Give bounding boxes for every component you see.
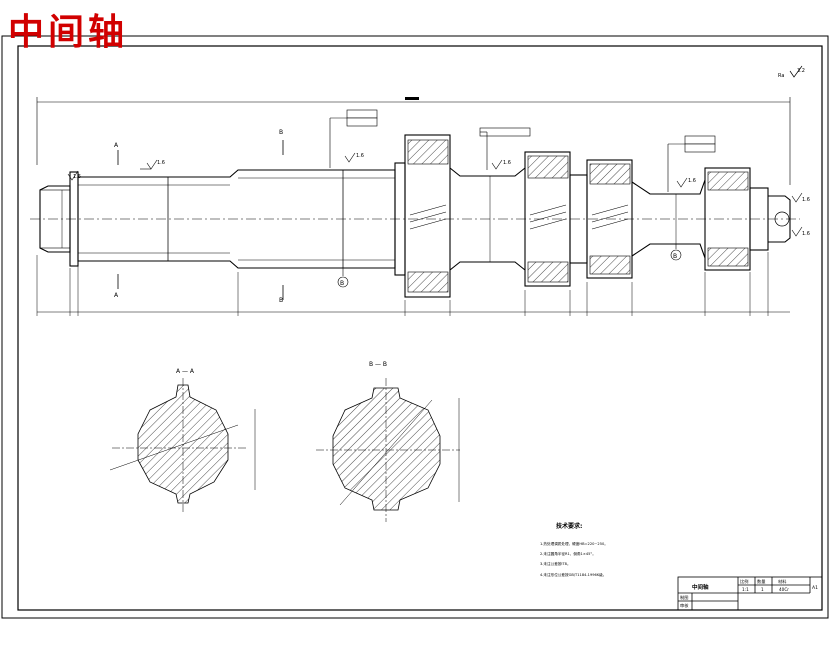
- title-block-material: 40Cr: [779, 587, 789, 592]
- title-block-qty: 1: [761, 587, 764, 592]
- tech-requirement-3: 3.未注公差按IT8。: [540, 561, 571, 566]
- datum-b-label-2: B: [673, 253, 677, 260]
- datum-markers: [337, 244, 682, 288]
- svg-text:Ra: Ra: [778, 73, 784, 79]
- chain-dimensions: [36, 252, 790, 316]
- title-block-part-name: 中间轴: [692, 583, 709, 591]
- gear-sections: [407, 139, 749, 293]
- tech-requirement-4: 4.未注形位公差按GB/T1184-1996K级。: [540, 572, 606, 577]
- section-view-a-label: A — A: [176, 368, 195, 375]
- title-block-col-scale: 比例: [740, 578, 748, 585]
- outer-frame: [1, 35, 829, 619]
- section-view-b-label: B — B: [369, 361, 387, 368]
- section-b-top-label: B: [279, 129, 283, 136]
- shaft-roughness-marks: [67, 152, 803, 237]
- roughness-value-2: 1.6: [356, 153, 364, 159]
- tolerance-frames: [329, 109, 716, 192]
- roughness-value-4: 1.6: [688, 178, 696, 184]
- title-block: [677, 576, 823, 611]
- general-roughness-mark: Ra 3.2: [778, 65, 805, 79]
- general-roughness-value: 3.2: [797, 68, 805, 74]
- section-markers: [117, 140, 284, 300]
- roughness-value-3: 1.6: [503, 160, 511, 166]
- roughness-value-5: 1.6: [73, 174, 81, 180]
- diameter-dimensions: [61, 170, 677, 268]
- title-block-scale: 1:1: [742, 587, 749, 592]
- overall-length-dimension: [36, 97, 791, 185]
- title-block-col-qty: 数量: [757, 578, 765, 585]
- section-view-b: [316, 378, 460, 522]
- section-b-bottom-label: B: [279, 297, 283, 304]
- tech-requirement-2: 2.未注圆角半径R1，倒角1×45°。: [540, 551, 596, 556]
- title-block-drawn-label: 制图: [680, 594, 688, 601]
- title-block-sheet: A1: [812, 585, 818, 591]
- inner-frame: [17, 45, 823, 611]
- roughness-value-7: 1.6: [802, 231, 810, 237]
- tech-requirement-1: 1.热处理调质处理，硬度HB=220~250。: [540, 541, 608, 546]
- section-a-bottom-label: A: [114, 292, 119, 299]
- section-a-top-label: A: [114, 142, 119, 149]
- tech-requirements-heading: 技术要求:: [556, 522, 582, 530]
- roughness-value-6: 1.6: [802, 197, 810, 203]
- overlay-title: 中间轴: [8, 11, 129, 53]
- section-view-a: [109, 378, 256, 512]
- datum-b-label: B: [340, 280, 344, 287]
- roughness-value-1: 1.6: [157, 160, 165, 166]
- title-block-checked-label: 审核: [680, 602, 689, 609]
- title-block-col-material: 材料: [778, 578, 787, 585]
